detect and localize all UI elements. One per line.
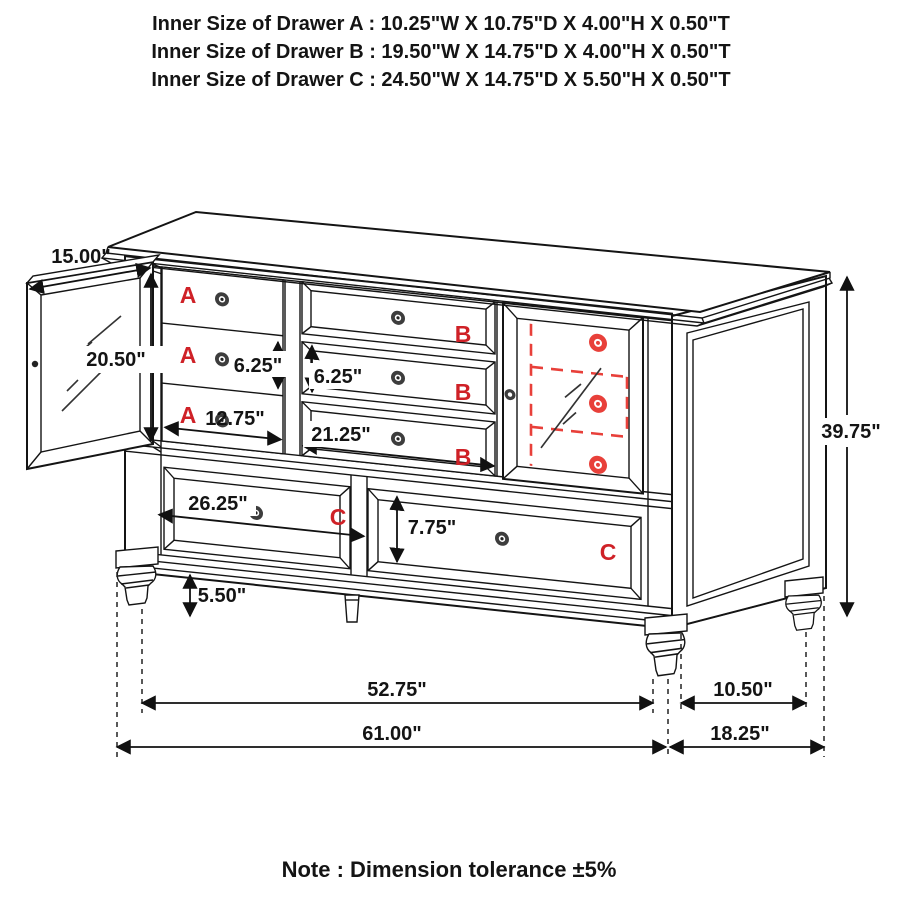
dim-overall-depth: 18.25"	[710, 723, 770, 745]
glass-reflection-right-door	[540, 367, 602, 449]
label-drawer-a-3: A	[180, 402, 197, 428]
side-panel	[671, 274, 827, 630]
projection-lines	[116, 572, 825, 757]
header-inner-sizes: Inner Size of Drawer A : 10.25"W X 10.75…	[151, 13, 730, 91]
case-front	[124, 255, 673, 630]
label-drawer-c-1: C	[330, 504, 347, 530]
back-right-leg	[784, 576, 824, 631]
label-drawer-b-1: B	[455, 321, 472, 347]
dim-front-leg-span: 52.75"	[367, 679, 427, 701]
drawer-a-column	[161, 266, 284, 455]
header-line-drawer-c: Inner Size of Drawer C : 24.50"W X 14.75…	[151, 69, 730, 91]
center-support-leg	[344, 594, 360, 623]
hidden-drawer-outlines	[529, 323, 629, 466]
outer-dimension-arrows	[28, 262, 855, 755]
dim-drawer-b-width: 21.25"	[311, 424, 371, 446]
dim-side-leg-span: 10.50"	[713, 679, 773, 701]
drawer-b-1	[301, 280, 496, 355]
header-line-drawer-b: Inner Size of Drawer B : 19.50"W X 14.75…	[151, 41, 730, 63]
label-drawer-c-2: C	[600, 539, 617, 565]
label-drawer-b-3: B	[455, 444, 472, 470]
dim-drawer-a-width: 12.75"	[205, 408, 265, 430]
header-line-drawer-a: Inner Size of Drawer A : 10.25"W X 10.75…	[152, 13, 730, 35]
top-slab	[100, 210, 834, 327]
label-drawer-a-2: A	[180, 342, 197, 368]
tolerance-note: Note : Dimension tolerance ±5%	[282, 857, 617, 882]
legs	[115, 546, 824, 677]
dim-overall-width: 61.00"	[362, 723, 422, 745]
dim-drawer-a-height: 6.25"	[234, 355, 282, 377]
dim-leg-height: 5.50"	[198, 585, 246, 607]
door-knob-icon	[504, 389, 516, 401]
dim-drawer-c-height: 7.75"	[408, 517, 456, 539]
dim-drawer-c-width: 26.25"	[188, 493, 248, 515]
front-dimension-arrows	[157, 340, 496, 564]
dim-door-height: 20.50"	[86, 349, 146, 371]
label-drawer-b-2: B	[455, 379, 472, 405]
right-glass-door	[502, 301, 644, 495]
label-drawer-a-1: A	[180, 282, 197, 308]
drawer-letter-labels: A A A B B B C C	[180, 282, 617, 565]
dim-overall-height: 39.75"	[821, 421, 881, 443]
label-masks	[68, 346, 891, 540]
dim-drawer-b-height: 6.25"	[314, 366, 362, 388]
dim-door-width: 15.00"	[51, 246, 111, 268]
open-door-knob-icon	[31, 360, 39, 368]
dimension-labels: 15.00" 20.50" 6.25" 6.25" 12.75" 21.25" …	[51, 246, 881, 745]
front-left-leg	[115, 546, 159, 606]
front-right-leg	[644, 613, 688, 677]
